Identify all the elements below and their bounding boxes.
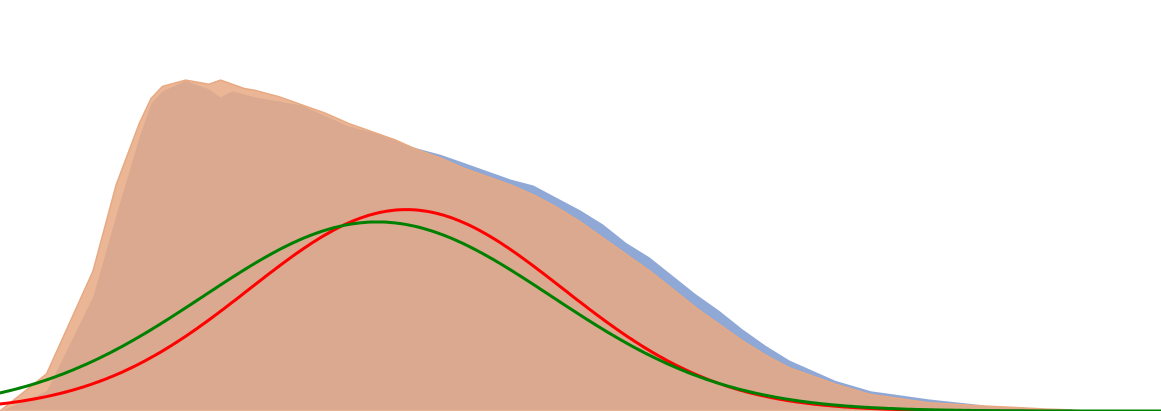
- plot-layer: [0, 79, 1161, 411]
- orange-area: [0, 79, 1103, 411]
- green-curve: [0, 220, 1161, 411]
